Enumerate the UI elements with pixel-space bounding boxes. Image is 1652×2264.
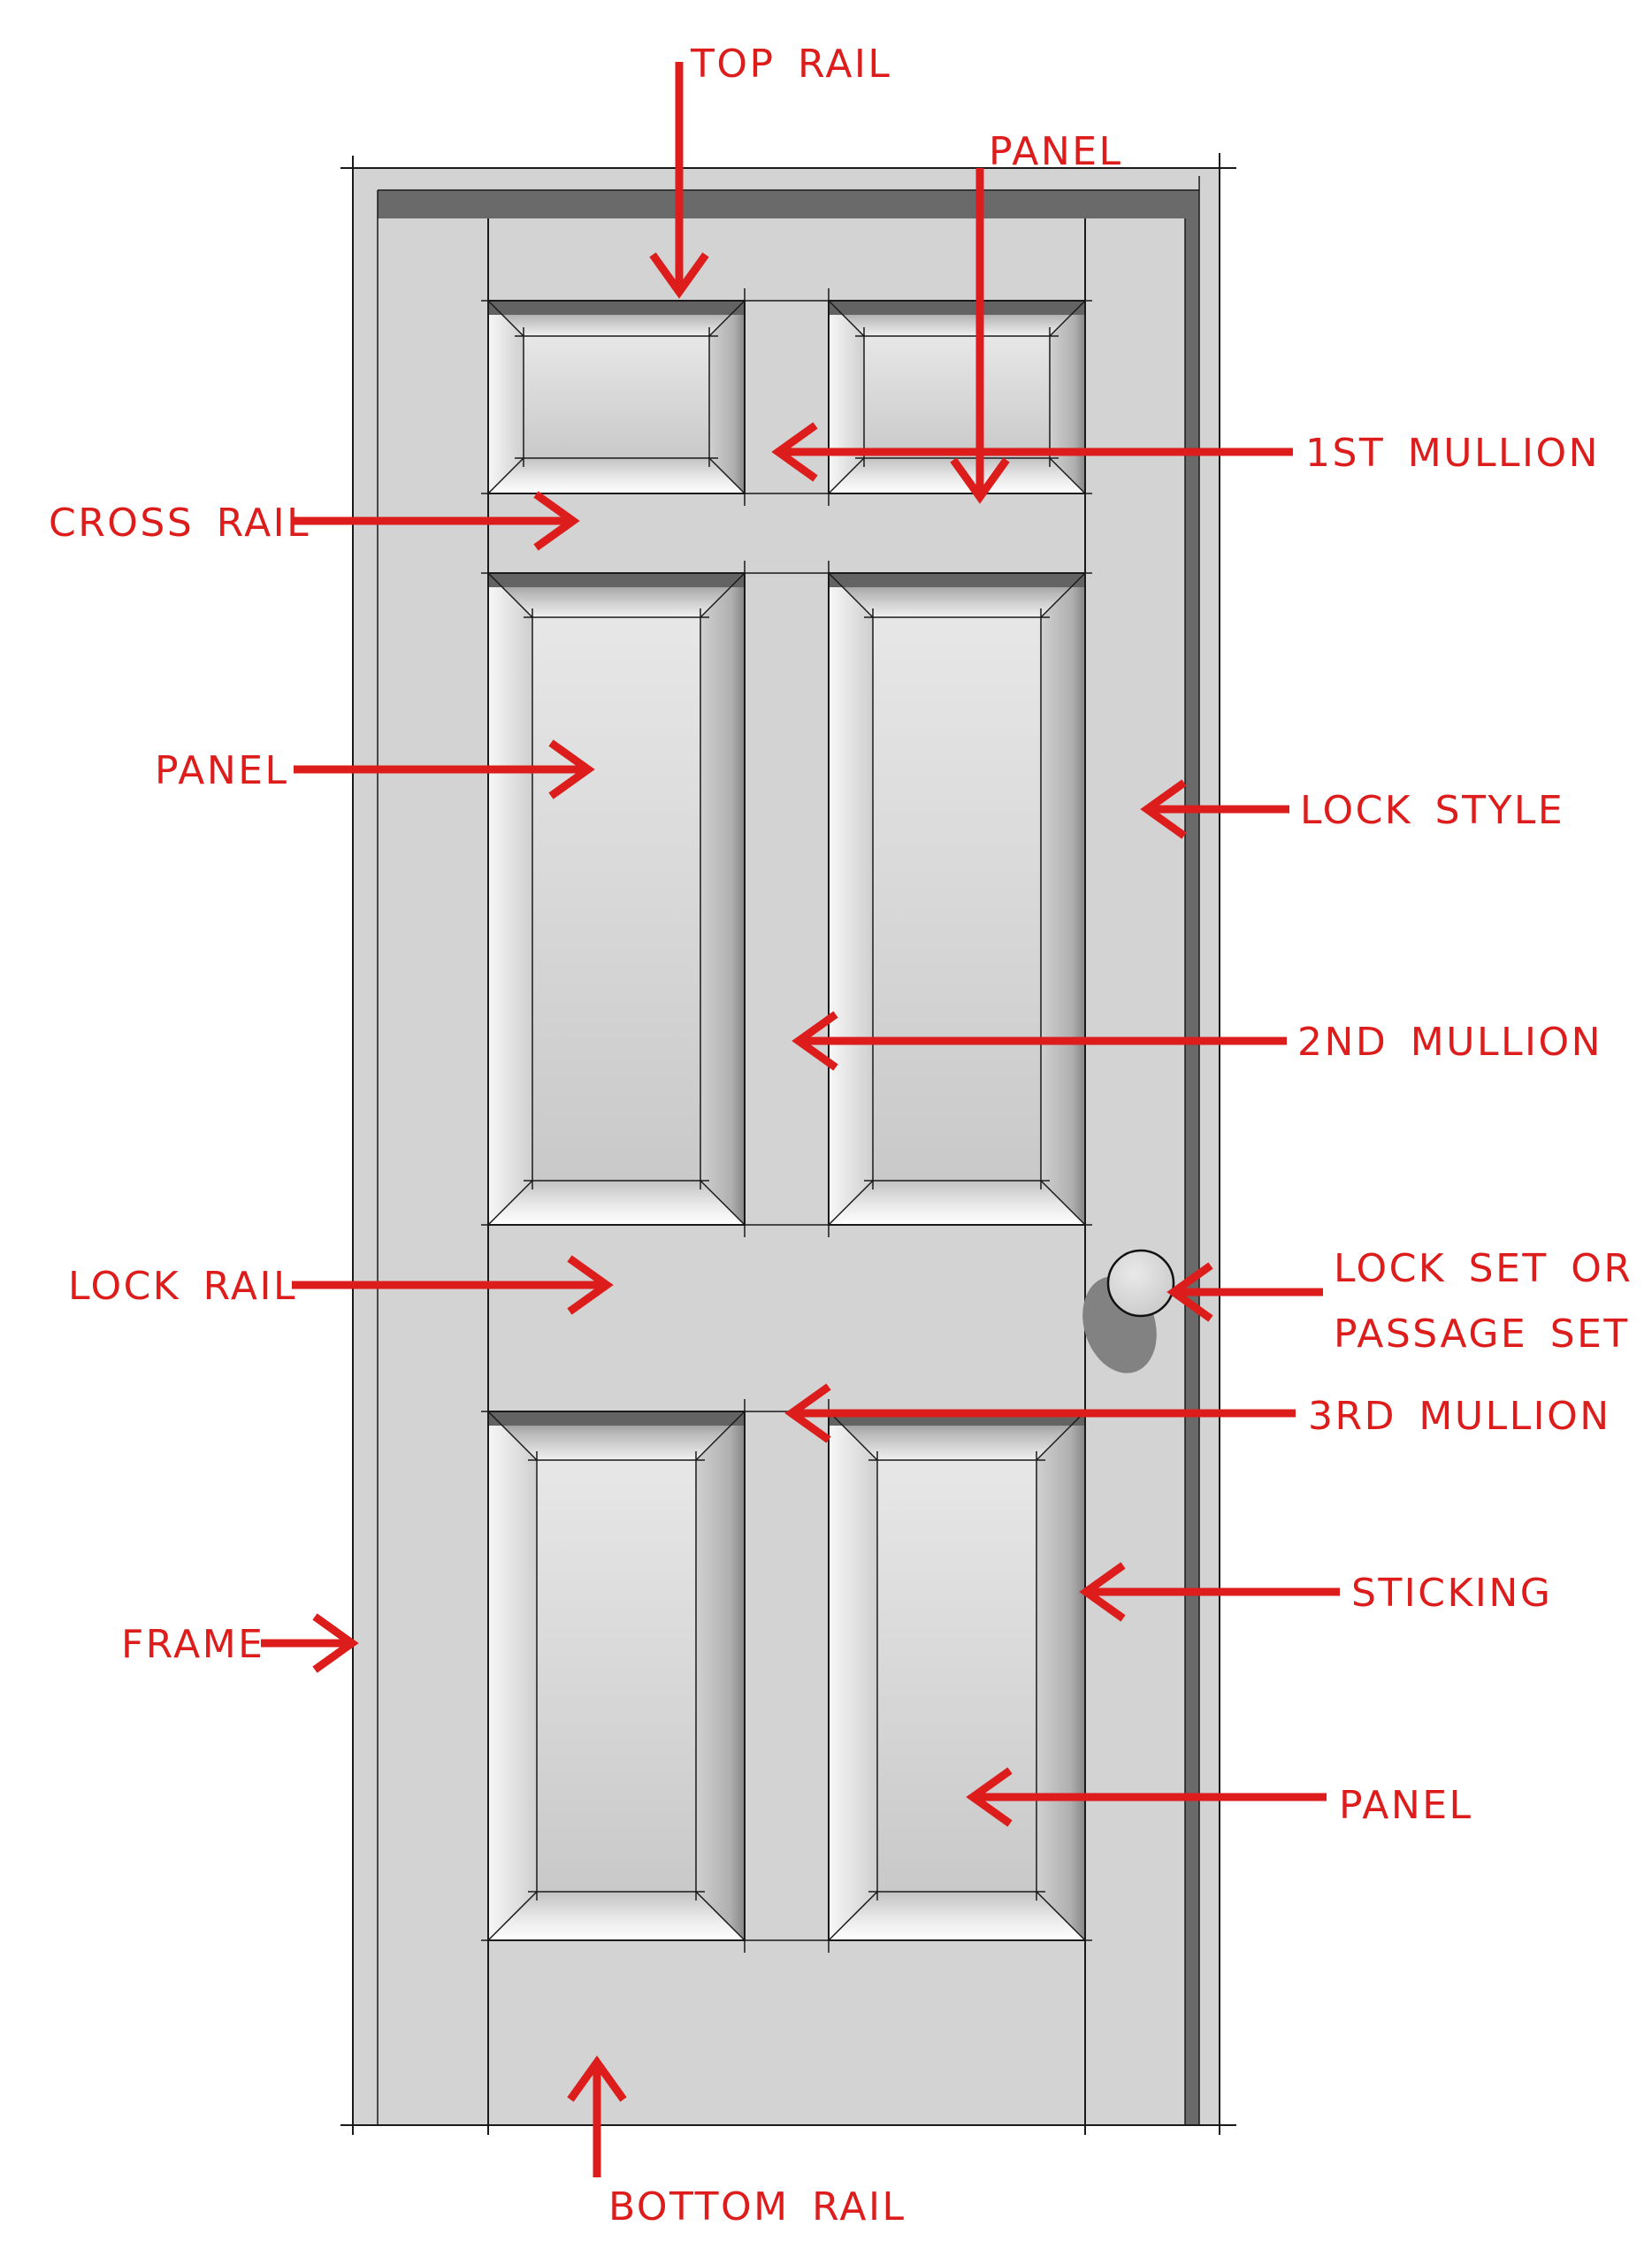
arrow-left-icon	[1079, 1562, 1126, 1622]
label-lock-style: LOCK STYLE	[1300, 788, 1564, 833]
label-panel-top: PANEL	[989, 129, 1123, 174]
arrow-right-icon	[548, 739, 595, 799]
arrow-left-icon	[784, 1383, 831, 1443]
door-panel	[487, 300, 746, 494]
callout-first-mullion: 1ST MULLION	[771, 422, 1600, 482]
label-sticking: STICKING	[1351, 1571, 1552, 1616]
label-third-mullion: 3RD MULLION	[1308, 1394, 1611, 1439]
callout-frame: FRAME	[121, 1613, 359, 1673]
callouts: TOP RAIL PANEL 1ST MULLION CROSS RAIL PA…	[49, 42, 1633, 2230]
arrow-left-icon	[792, 1011, 838, 1071]
arrow-up-icon	[567, 2055, 627, 2102]
label-frame: FRAME	[121, 1622, 264, 1667]
callout-lock-set: LOCK SET OR PASSAGE SET	[1166, 1246, 1633, 1357]
callout-third-mullion: 3RD MULLION	[784, 1383, 1611, 1443]
callout-panel-middle: PANEL	[155, 739, 595, 799]
label-second-mullion: 2ND MULLION	[1297, 1020, 1602, 1065]
door-panel	[828, 1411, 1086, 1941]
arrow-right-icon	[567, 1255, 614, 1315]
knob	[1106, 1249, 1175, 1318]
head-gap-shadow	[378, 190, 1185, 218]
door-panel	[487, 1411, 746, 1941]
callout-lock-style: LOCK STYLE	[1140, 779, 1564, 839]
callout-bottom-rail: BOTTOM RAIL	[567, 2055, 906, 2230]
label-cross-rail: CROSS RAIL	[49, 501, 310, 546]
door-panel	[487, 572, 746, 1226]
callout-panel-top: PANEL	[950, 129, 1123, 504]
door-panel	[828, 300, 1086, 494]
label-first-mullion: 1ST MULLION	[1305, 431, 1600, 476]
label-panel-middle: PANEL	[155, 748, 289, 793]
label-lock-rail: LOCK RAIL	[68, 1264, 297, 1309]
label-lock-set-line2: PASSAGE SET	[1334, 1312, 1630, 1357]
arrow-right-icon	[533, 491, 580, 551]
callout-sticking: STICKING	[1079, 1562, 1552, 1622]
door-knob	[1082, 1249, 1175, 1373]
callout-lock-rail: LOCK RAIL	[68, 1255, 614, 1315]
label-bottom-rail: BOTTOM RAIL	[608, 2184, 906, 2230]
callout-second-mullion: 2ND MULLION	[792, 1011, 1602, 1071]
label-lock-set-line1: LOCK SET OR	[1334, 1246, 1633, 1291]
arrow-right-icon	[312, 1613, 359, 1673]
door-and-frame	[340, 153, 1236, 2135]
label-panel-bottom: PANEL	[1339, 1783, 1473, 1828]
door-panel	[828, 572, 1086, 1226]
arrow-down-icon	[950, 457, 1010, 504]
arrow-left-icon	[1140, 779, 1187, 839]
arrow-left-icon	[771, 422, 818, 482]
lock-side-gap-shadow	[1185, 190, 1199, 2125]
arrow-left-icon	[966, 1767, 1013, 1827]
label-top-rail: TOP RAIL	[690, 42, 891, 87]
arrow-left-icon	[1166, 1262, 1213, 1322]
callout-cross-rail: CROSS RAIL	[49, 491, 580, 551]
arrow-down-icon	[649, 252, 709, 299]
callout-top-rail: TOP RAIL	[649, 42, 891, 299]
callout-panel-bottom: PANEL	[966, 1767, 1473, 1828]
